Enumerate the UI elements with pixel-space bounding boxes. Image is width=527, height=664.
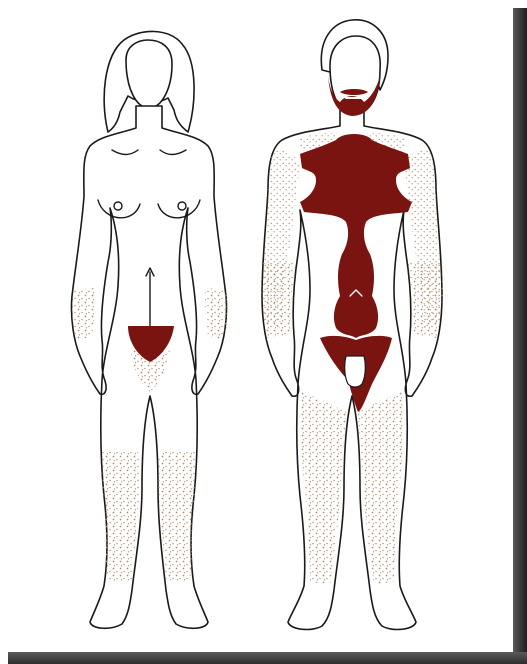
male-genitals <box>345 356 366 387</box>
female-left-forearm-hair <box>72 288 95 340</box>
male-figure <box>261 20 443 630</box>
female-figure <box>71 31 228 628</box>
female-right-forearm-hair <box>205 288 228 340</box>
